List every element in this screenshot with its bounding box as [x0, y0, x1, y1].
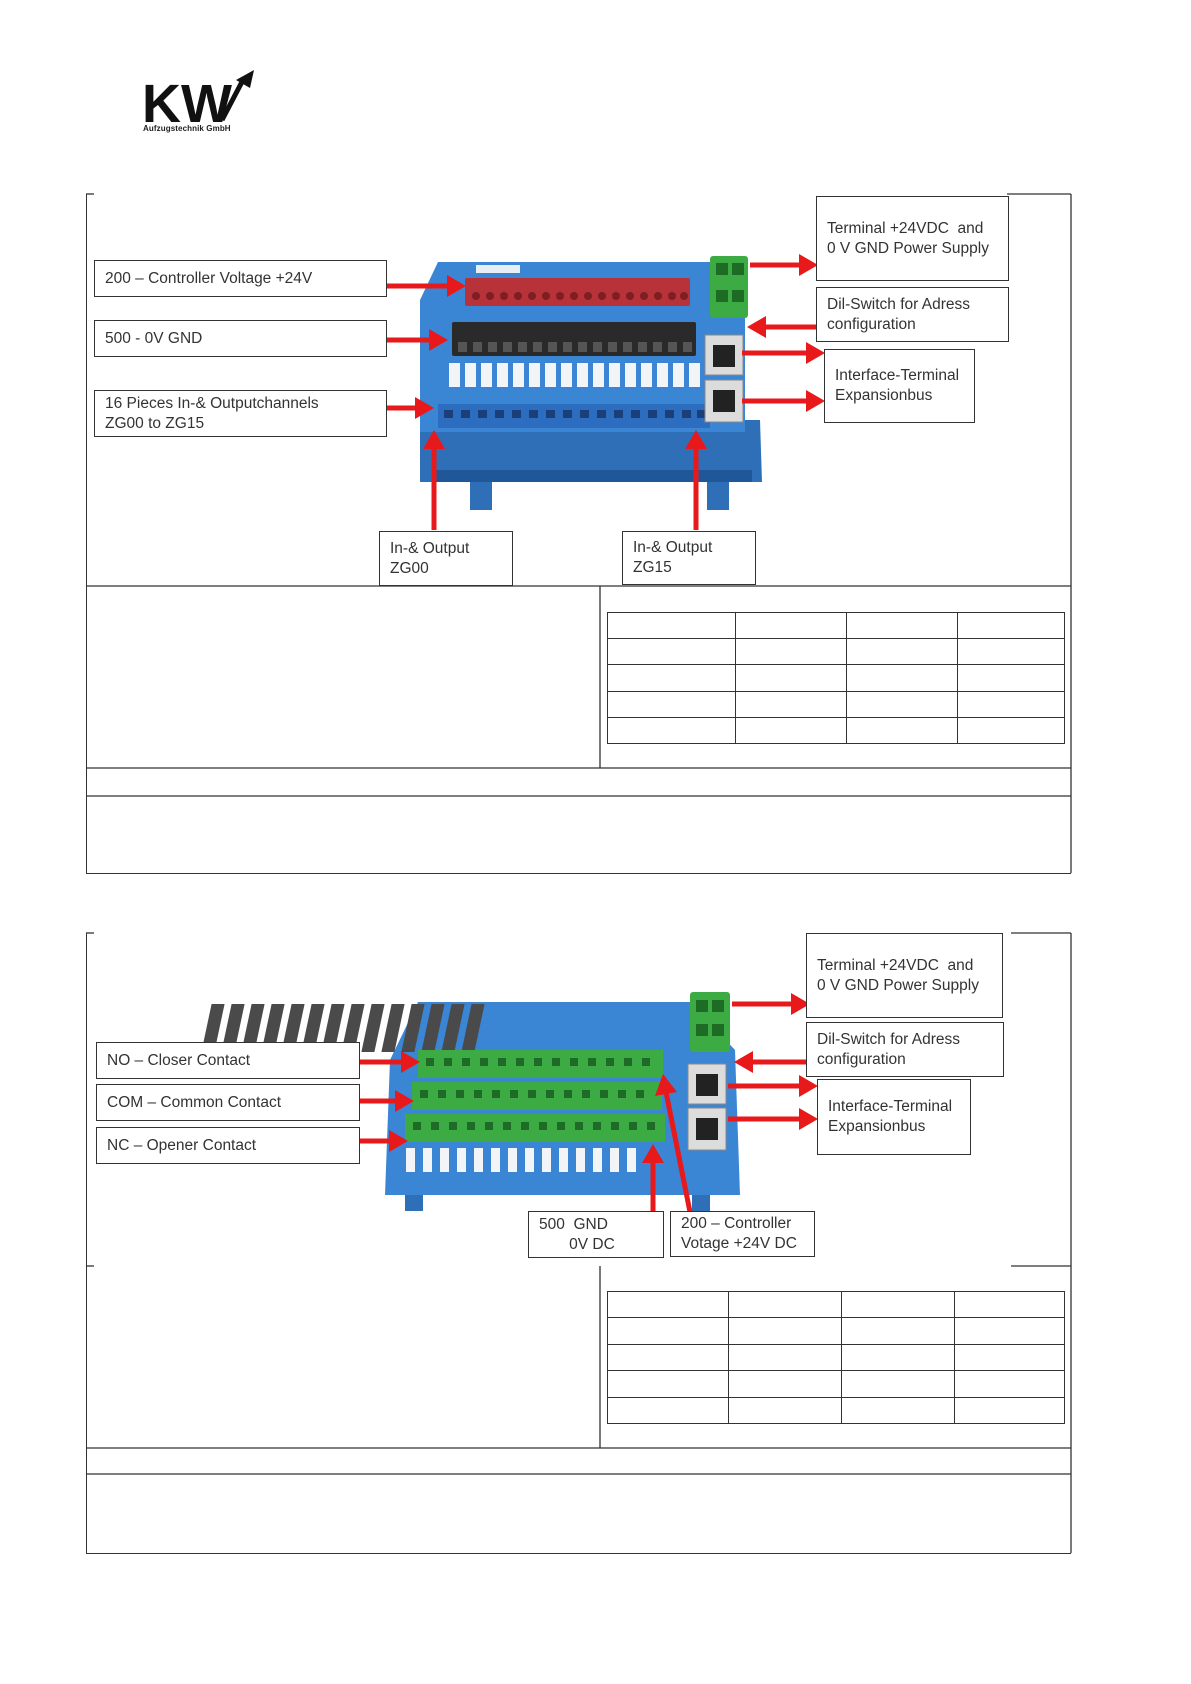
callout-zg00: In-& Output ZG00 [379, 531, 513, 586]
callout-channels: 16 Pieces In-& Outputchannels ZG00 to ZG… [94, 390, 387, 437]
callout-power-supply: Terminal +24VDC and 0 V GND Power Supply [816, 196, 1009, 281]
fig2-callout-controller: 200 – Controller Votage +24V DC [670, 1211, 815, 1257]
callout-interface: Interface-Terminal Expansionbus [824, 349, 975, 423]
fig2-frame [86, 933, 1071, 1554]
kw-logo-mark: KW [142, 70, 254, 134]
callout-com-contact: COM – Common Contact [96, 1084, 360, 1121]
kw-logo: KW [140, 70, 270, 140]
fig1-frame [86, 194, 1071, 874]
callout-no-contact: NO – Closer Contact [96, 1042, 360, 1079]
fig2-callout-interface: Interface-Terminal Expansionbus [817, 1079, 971, 1155]
logo-company: Aufzugstechnik GmbH [143, 124, 231, 133]
fig2-callout-dil-switch: Dil-Switch for Adress configuration [806, 1022, 1004, 1077]
callout-gnd: 500 - 0V GND [94, 320, 387, 357]
fig2-callout-gnd: 500 GND 0V DC [528, 1211, 664, 1258]
fig1-grid-table [607, 611, 1065, 745]
logo-wordmark: KW [142, 74, 232, 134]
callout-zg15: In-& Output ZG15 [622, 531, 756, 585]
callout-dil-switch: Dil-Switch for Adress configuration [816, 287, 1009, 342]
callout-controller-voltage: 200 – Controller Voltage +24V [94, 260, 387, 297]
fig2-grid-table [607, 1290, 1065, 1425]
fig2-callout-power-supply: Terminal +24VDC and 0 V GND Power Supply [806, 933, 1003, 1018]
callout-nc-contact: NC – Opener Contact [96, 1127, 360, 1164]
